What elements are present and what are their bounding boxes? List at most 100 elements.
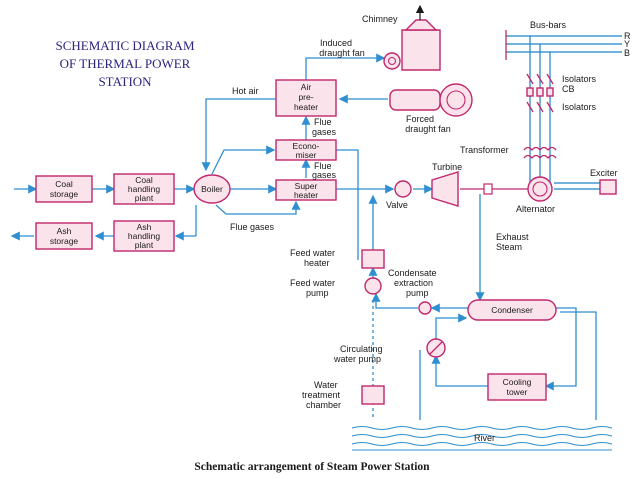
shaft-coupling	[483, 183, 493, 195]
coal-storage-box	[35, 175, 93, 203]
isolator-switch-5	[536, 101, 544, 113]
air-preheater-label-3: heater	[294, 102, 318, 112]
pump-to-condenser-pipe	[435, 313, 468, 340]
coal-handling-box	[113, 173, 175, 205]
cb-2	[536, 87, 544, 97]
ash-storage-box	[35, 222, 93, 250]
phase-r-label: R	[624, 31, 631, 41]
forced-fan-label-1: Forced	[406, 114, 434, 124]
preheater-to-fan-pipe	[305, 53, 386, 80]
circulating-label-2: water pump	[333, 354, 381, 364]
flue-gases-2-label-b: gases	[312, 170, 337, 180]
condensate-label-1: Condensate	[388, 268, 437, 278]
ash-storage-label-2: storage	[50, 236, 79, 246]
flue-gases-3-label: Flue gases	[230, 222, 275, 232]
isolator-switch-2	[536, 73, 544, 85]
forced-fan-body	[389, 89, 441, 111]
flue-gases-bottom-pipe	[215, 200, 301, 215]
isolator-switch-1	[526, 73, 534, 85]
extraction-to-feedpump-pipe	[371, 292, 418, 309]
exhaust-label-2: Steam	[496, 242, 522, 252]
boiler-to-economiser-pipe	[211, 145, 276, 175]
isolators-cb-label-1: Isolators	[562, 74, 597, 84]
phase-b-label: B	[624, 48, 630, 58]
turbine	[431, 171, 459, 207]
title-line-1: SCHEMATIC DIAGRAM	[55, 38, 194, 53]
river-return-pipe	[560, 311, 597, 420]
cooling-tower-label-2: tower	[507, 387, 528, 397]
title-line-2: OF THERMAL POWER	[60, 56, 191, 71]
condensate-label-2: extraction	[394, 278, 433, 288]
ash-handling-label-1: Ash	[137, 222, 152, 232]
cooling-tower-box	[487, 373, 547, 401]
exciter-label: Exciter	[590, 168, 618, 178]
superheater-box	[275, 179, 337, 201]
condensate-extraction-pump	[418, 301, 432, 315]
induced-fan-label-2: draught fan	[319, 48, 365, 58]
condensate-label-3: pump	[406, 288, 429, 298]
forced-fan	[439, 83, 473, 117]
ash-handling-label-2: handling	[128, 231, 160, 241]
diagram-caption: Schematic arrangement of Steam Power Sta…	[194, 461, 430, 473]
cb-3	[546, 87, 554, 97]
induced-fan-label-1: Induced	[320, 38, 352, 48]
condenser-box	[467, 299, 557, 321]
air-preheater-label-2: pre-	[298, 92, 313, 102]
chimney-top	[404, 19, 438, 31]
flue-gases-1-label-a: Flue	[314, 117, 332, 127]
water-treatment-label-1: Water	[314, 380, 338, 390]
isolators-label: Isolators	[562, 102, 597, 112]
transformer-label: Transformer	[460, 145, 509, 155]
hot-air-label: Hot air	[232, 86, 259, 96]
boiler-label: Boiler	[201, 184, 223, 194]
economiser-box	[275, 139, 337, 161]
boiler	[193, 174, 231, 204]
condenser-label: Condenser	[491, 305, 533, 315]
chimney-label: Chimney	[362, 14, 398, 24]
tower-to-pump-pipe	[431, 354, 488, 387]
isolator-switch-3	[546, 73, 554, 85]
feed-water-heater-box	[361, 249, 385, 269]
valve	[394, 180, 412, 198]
induced-fan	[383, 52, 401, 70]
air-preheater-label-1: Air	[301, 82, 312, 92]
circulating-label-1: Circulating	[340, 344, 383, 354]
river-label: River	[474, 433, 495, 443]
valve-label: Valve	[386, 200, 408, 210]
feed-pump-label-1: Feed water	[290, 278, 335, 288]
phase-y-label: Y	[624, 39, 630, 49]
economiser-label-2: miser	[296, 150, 317, 160]
coal-handling-label-2: handling	[128, 184, 160, 194]
induced-fan-hub	[387, 56, 397, 66]
feed-water-pump	[364, 277, 382, 295]
exciter-box	[599, 179, 617, 195]
forced-fan-label-2: draught fan	[405, 124, 451, 134]
air-preheater-box	[275, 79, 337, 117]
transformer-coil-1	[523, 146, 557, 152]
superheater-label-2: heater	[294, 190, 318, 200]
busbars-label: Bus-bars	[530, 20, 567, 30]
feed-heater-label-2: heater	[304, 258, 330, 268]
water-treatment-box	[361, 385, 385, 405]
feed-heater-label-1: Feed water	[290, 248, 335, 258]
chimney	[401, 29, 441, 71]
flue-gases-1-label-b: gases	[312, 127, 337, 137]
coal-storage-label-2: storage	[50, 189, 79, 199]
feed-pump-label-2: pump	[306, 288, 329, 298]
isolators-cb-label-2: CB	[562, 84, 575, 94]
alternator	[527, 176, 553, 202]
turbine-label: Turbine	[432, 162, 462, 172]
exhaust-label-1: Exhaust	[496, 232, 529, 242]
isolator-switch-4	[526, 101, 534, 113]
economiser-label-1: Econo-	[293, 141, 320, 151]
condenser-to-tower-pipe	[544, 307, 577, 391]
coal-storage-label-1: Coal	[55, 179, 73, 189]
coal-handling-label-3: plant	[135, 193, 154, 203]
alternator-label: Alternator	[516, 204, 555, 214]
cb-1	[526, 87, 534, 97]
water-treatment-label-3: chamber	[306, 400, 341, 410]
ash-storage-label-1: Ash	[57, 226, 72, 236]
flue-gases-2-label-a: Flue	[314, 161, 332, 171]
